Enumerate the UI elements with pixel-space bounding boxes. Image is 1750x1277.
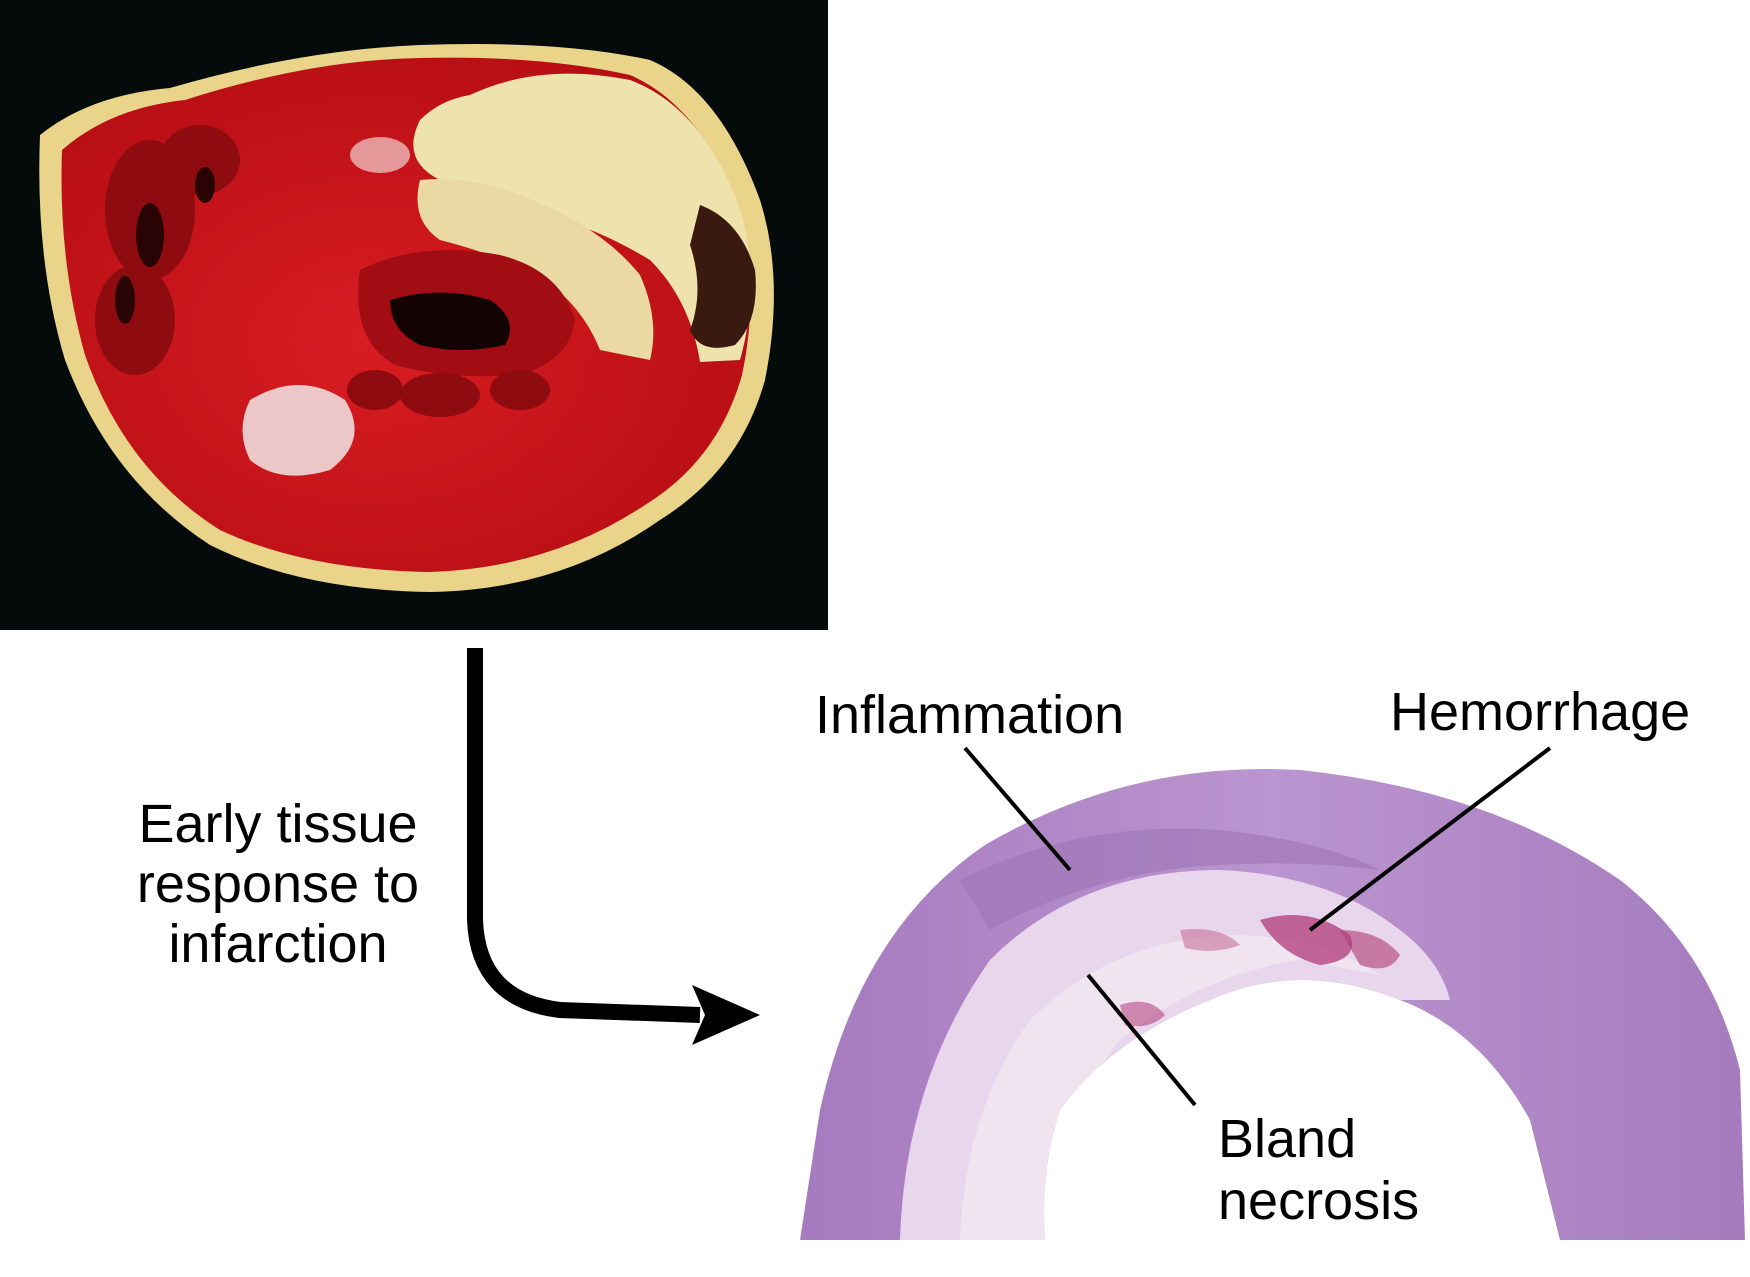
- caption-line-3: infarction: [168, 914, 387, 974]
- hemorrhagic-patch: [690, 205, 756, 348]
- leader-inflammation: [963, 746, 1072, 872]
- annotation-labels: Inflammation Hemorrhage Bland necrosis: [815, 682, 1690, 1231]
- label-hemorrhage: Hemorrhage: [1390, 682, 1690, 742]
- hemorrhage-streak: [1260, 915, 1352, 965]
- label-inflammation: Inflammation: [815, 685, 1124, 745]
- label-bland-line-2: necrosis: [1218, 1171, 1419, 1231]
- cavity-dark: [390, 292, 510, 350]
- inflammation-band: [960, 828, 1380, 930]
- caption: Early tissue response to infarction: [137, 794, 419, 974]
- curved-arrow: [467, 648, 760, 1045]
- caption-line-2: response to: [137, 854, 419, 914]
- fibrosis-patch: [242, 385, 355, 476]
- label-bland-line-1: Bland: [1218, 1109, 1356, 1169]
- leader-hemorrhage: [1308, 746, 1552, 932]
- caption-line-1: Early tissue: [138, 794, 417, 854]
- leader-bland-necrosis: [1086, 973, 1197, 1107]
- gross-heart-photo: [0, 0, 828, 630]
- arrow-head-icon: [692, 985, 760, 1045]
- infarct-region: [413, 73, 751, 362]
- histology-section: [800, 768, 1745, 1240]
